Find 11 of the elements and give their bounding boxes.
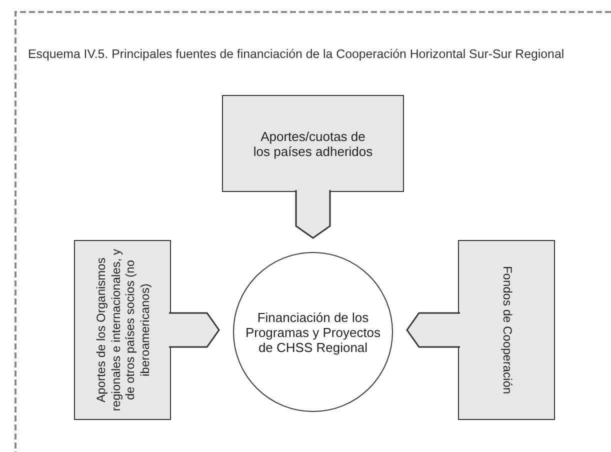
process-box xyxy=(222,95,404,192)
arrow-tab xyxy=(406,312,461,348)
box-text: Aportes de los Organismos regionales e internacionales, y de otros países socios (no iberoamericanos) xyxy=(94,248,152,414)
arrow-tab xyxy=(295,189,331,239)
box-text: Aportes/cuotas de los países adheridos xyxy=(252,128,374,158)
process-box xyxy=(74,240,171,420)
box-text: Financiación de los Programas y Proyectos de CHSS Regional xyxy=(244,310,382,354)
box-text: Fondos de Cooperación xyxy=(499,264,514,396)
diagram-title: Esquema IV.5. Principales fuentes de financiación de la Cooperación Horizontal Sur-Sur Regional xyxy=(28,47,564,61)
process-box xyxy=(458,240,555,420)
arrow-tab xyxy=(168,312,220,348)
